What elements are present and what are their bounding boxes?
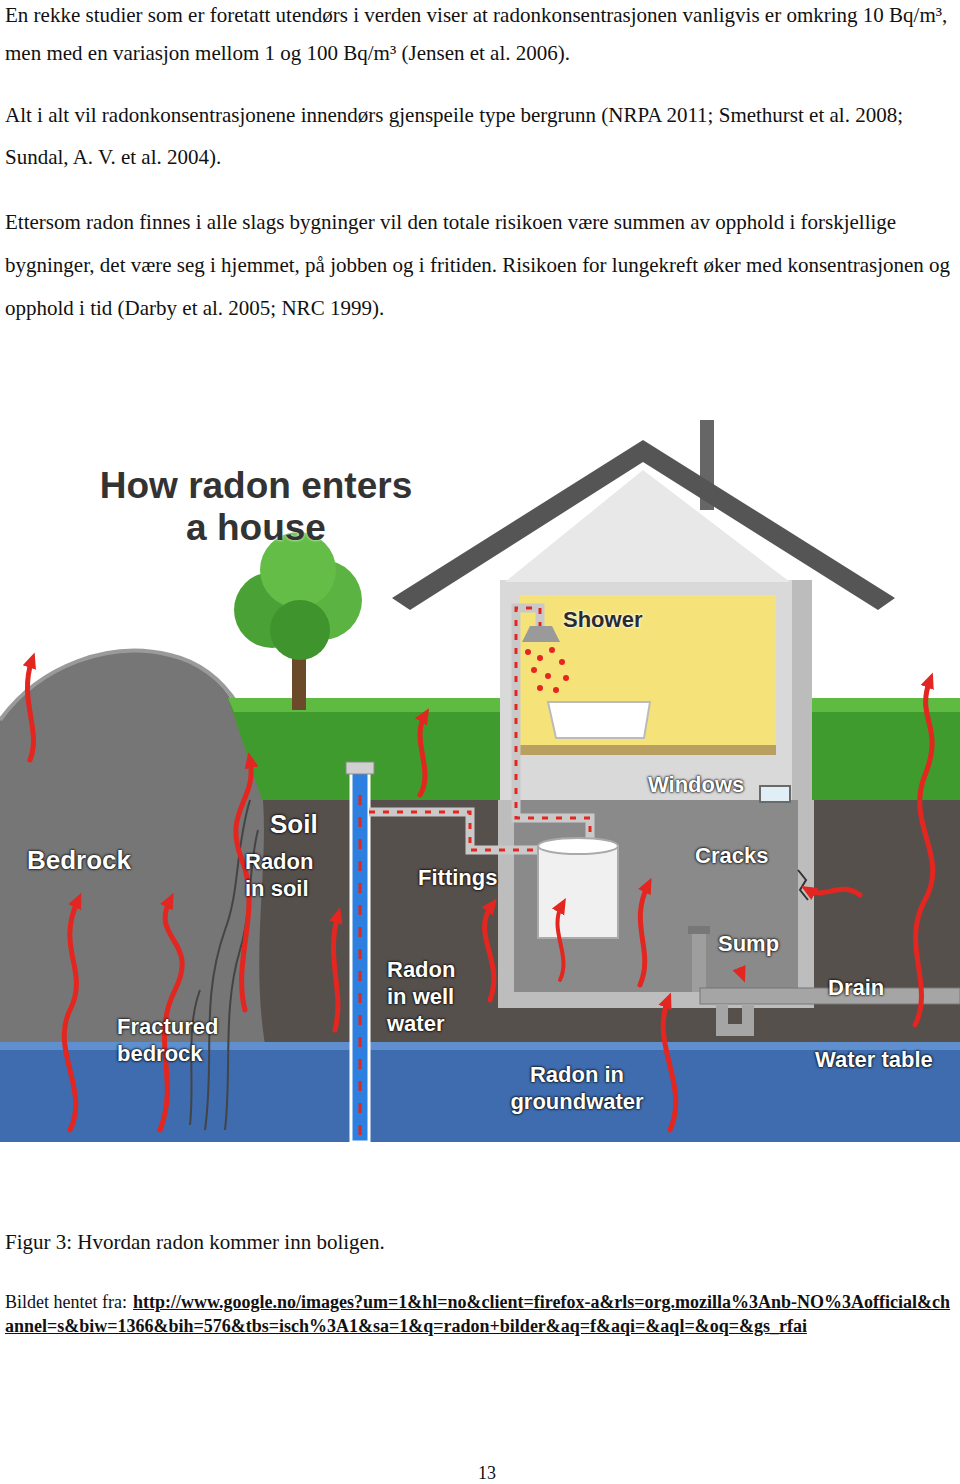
part-label: Radon in soil [245, 848, 329, 902]
part-label: Radon in well water [387, 956, 469, 1037]
source-url: http://www.google.no/images?um=1&hl=no&c… [5, 1292, 950, 1336]
part-label: Shower [563, 606, 642, 633]
body-paragraph: En rekke studier som er foretatt utendør… [5, 0, 955, 72]
part-label: Windows [648, 771, 744, 798]
body-paragraph: Ettersom radon finnes i alle slags bygni… [5, 201, 955, 330]
source-line: Bildet hentet fra:http://www.google.no/i… [5, 1290, 955, 1338]
part-label: Cracks [695, 842, 768, 869]
page-number: 13 [440, 1461, 534, 1484]
part-label: Sump [718, 930, 779, 957]
part-label: Water table [815, 1046, 933, 1073]
source-label: Bildet hentet fra: [5, 1292, 127, 1312]
body-paragraph: Alt i alt vil radonkonsentrasjonene inne… [5, 94, 955, 178]
part-label: Fractured bedrock [117, 1013, 242, 1067]
part-label: Radon in groundwater [497, 1061, 657, 1115]
part-label: Bedrock [27, 847, 131, 874]
diagram-title: How radon enters a house [88, 465, 424, 549]
part-label: Drain [828, 974, 884, 1001]
part-label: Soil [270, 811, 318, 838]
part-label: Fittings [418, 864, 497, 891]
figure-caption: Figur 3: Hvordan radon kommer inn bolige… [5, 1227, 945, 1257]
